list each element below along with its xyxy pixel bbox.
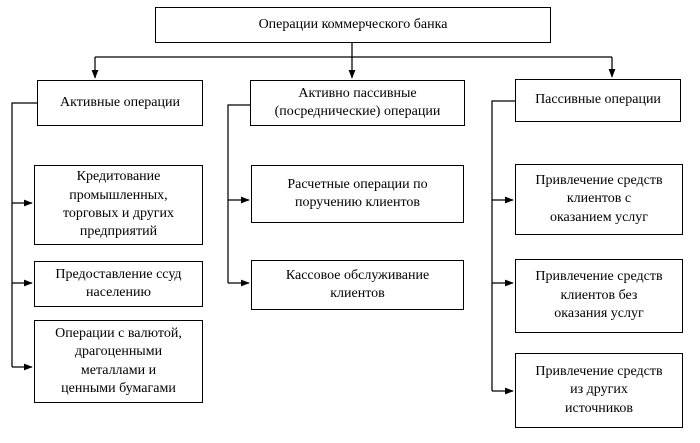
node-cash-services-label: Кассовое обслуживание клиентов [285, 267, 430, 301]
node-active-passive-operations-label: Активно пассивные (посреднические) опера… [274, 85, 441, 119]
node-passive-operations-label: Пассивные операции [535, 92, 661, 108]
node-root: Операции коммерческого банка [155, 7, 551, 43]
node-attract-funds-with-services-label: Привлечение средств клиентов с оказанием… [535, 172, 663, 225]
node-active-passive-operations: Активно пассивные (посреднические) опера… [250, 80, 465, 126]
node-settlement-operations-label: Расчетные операции по поручению клиентов [287, 176, 428, 210]
right-trunk [491, 100, 515, 391]
node-active-operations: Активные операции [37, 80, 203, 126]
node-attract-funds-other-sources-label: Привлечение средств из других источников [535, 363, 663, 416]
node-lending-enterprises: Кредитование промышленных, торговых и др… [34, 165, 203, 245]
node-passive-operations: Пассивные операции [515, 79, 681, 122]
node-active-operations-label: Активные операции [60, 94, 180, 110]
node-loans-to-population-label: Предоставление ссуд населению [55, 266, 182, 300]
node-root-label: Операции коммерческого банка [258, 16, 448, 32]
node-loans-to-population: Предоставление ссуд населению [34, 261, 203, 307]
node-attract-funds-with-services: Привлечение средств клиентов с оказанием… [515, 164, 683, 235]
node-cash-services: Кассовое обслуживание клиентов [251, 260, 464, 310]
node-attract-funds-without-services: Привлечение средств клиентов без оказани… [515, 259, 683, 333]
node-attract-funds-without-services-label: Привлечение средств клиентов без оказани… [535, 269, 663, 322]
middle-trunk [227, 104, 250, 283]
node-currency-metals-securities-label: Операции с валютой, драгоценными металла… [55, 325, 182, 396]
node-settlement-operations: Расчетные операции по поручению клиентов [251, 165, 464, 223]
node-currency-metals-securities: Операции с валютой, драгоценными металла… [34, 320, 203, 403]
node-lending-enterprises-label: Кредитование промышленных, торговых и др… [62, 169, 174, 240]
node-attract-funds-other-sources: Привлечение средств из других источников [515, 353, 683, 428]
left-trunk [11, 102, 37, 367]
